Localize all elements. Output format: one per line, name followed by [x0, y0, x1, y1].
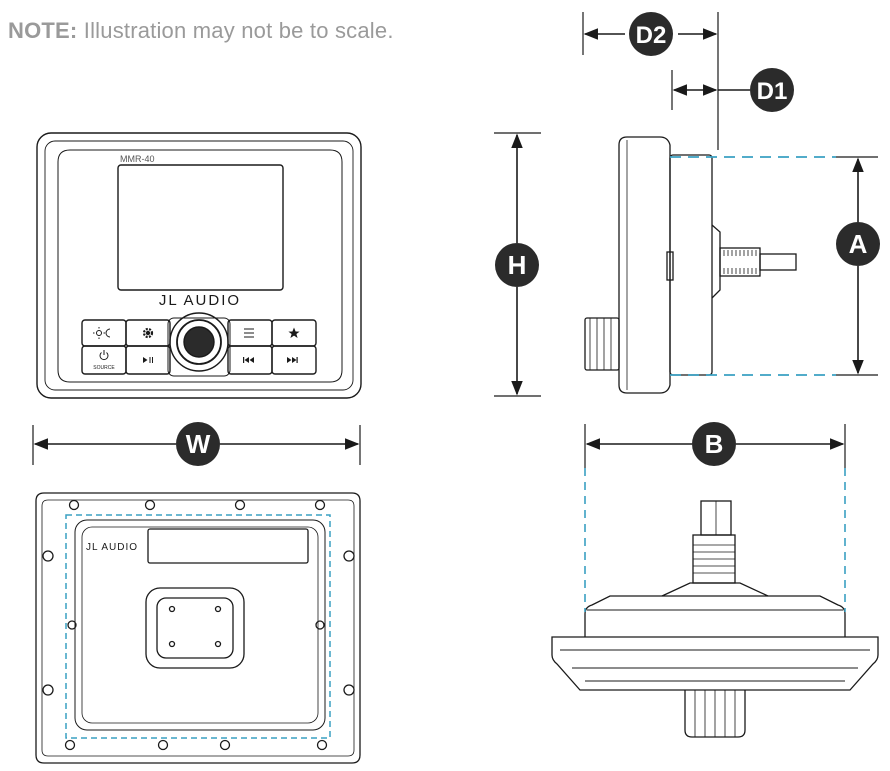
rotary-knob-ring: [176, 319, 222, 365]
top-view: [551, 500, 879, 738]
a-label: A: [849, 229, 868, 259]
next-icon: [287, 357, 298, 363]
rear-housing: [74, 519, 326, 731]
front-brand-logo: JL AUDIO: [159, 292, 241, 309]
side-knob: [584, 317, 620, 371]
previous-icon: [243, 357, 254, 363]
play-pause-button[interactable]: [125, 345, 171, 375]
front-face: [57, 149, 343, 383]
mounting-screws: [42, 499, 355, 751]
w-dimension: W: [32, 422, 361, 466]
star-icon: [288, 327, 300, 338]
d1-dimension: D1: [671, 68, 794, 112]
side-bezel: [618, 136, 671, 394]
d1-badge: [750, 68, 794, 112]
rear-label-recess: [147, 528, 309, 564]
scale-note: NOTE: Illustration may not be to scale.: [8, 18, 394, 44]
h-badge: [495, 243, 539, 287]
rotary-knob-center: [183, 326, 215, 358]
w-label: W: [186, 429, 211, 459]
note-label: NOTE:: [8, 18, 78, 43]
side-chassis: [669, 154, 713, 376]
rear-plate-outer: [35, 492, 361, 764]
connector-boss-inner: [156, 597, 234, 659]
b-badge: [692, 422, 736, 466]
rear-view: JL AUDIO: [35, 492, 361, 764]
top-connector-base: [661, 582, 769, 597]
play-pause-icon: [143, 357, 153, 363]
side-connector-neck: [711, 224, 721, 299]
front-bezel-inner: [44, 140, 354, 391]
display-screen: [117, 164, 284, 291]
rear-housing-inner: [81, 526, 319, 724]
front-view: MMR-40 JL AUDIO SOU: [36, 132, 362, 399]
rear-plate-inner: [41, 499, 355, 757]
d1-label: D1: [757, 78, 788, 105]
front-bezel-outer: [36, 132, 362, 399]
w-badge: [176, 422, 220, 466]
knob-recess: [167, 317, 231, 377]
d2-label: D2: [636, 22, 667, 49]
model-label: MMR-40: [120, 154, 155, 164]
sun-moon-icon: [93, 327, 111, 339]
gear-icon: [142, 327, 154, 339]
side-view: [584, 136, 797, 394]
rotary-knob-outer[interactable]: [169, 312, 229, 372]
note-text: Illustration may not be to scale.: [83, 18, 394, 43]
source-label: SOURCE: [93, 365, 115, 371]
rear-brand-logo: JL AUDIO: [86, 542, 138, 553]
depth-guides: [670, 156, 836, 376]
next-button[interactable]: [271, 345, 317, 375]
connector-boss-outer: [145, 587, 245, 669]
d2-dimension: D2: [582, 12, 719, 150]
a-dimension: A: [836, 156, 880, 376]
side-connector-plug: [759, 253, 797, 271]
top-bezel: [551, 636, 879, 691]
top-chassis: [584, 595, 846, 637]
power-icon: [99, 350, 109, 361]
width-guides: [584, 468, 846, 612]
b-dimension: B: [584, 422, 846, 468]
menu-icon: [244, 328, 254, 338]
a-badge: [836, 222, 880, 266]
d2-badge: [629, 12, 673, 56]
h-dimension: H: [494, 132, 541, 397]
side-clip: [666, 251, 674, 281]
h-label: H: [508, 250, 527, 280]
b-label: B: [705, 429, 724, 459]
cutout-outline: [65, 514, 331, 739]
